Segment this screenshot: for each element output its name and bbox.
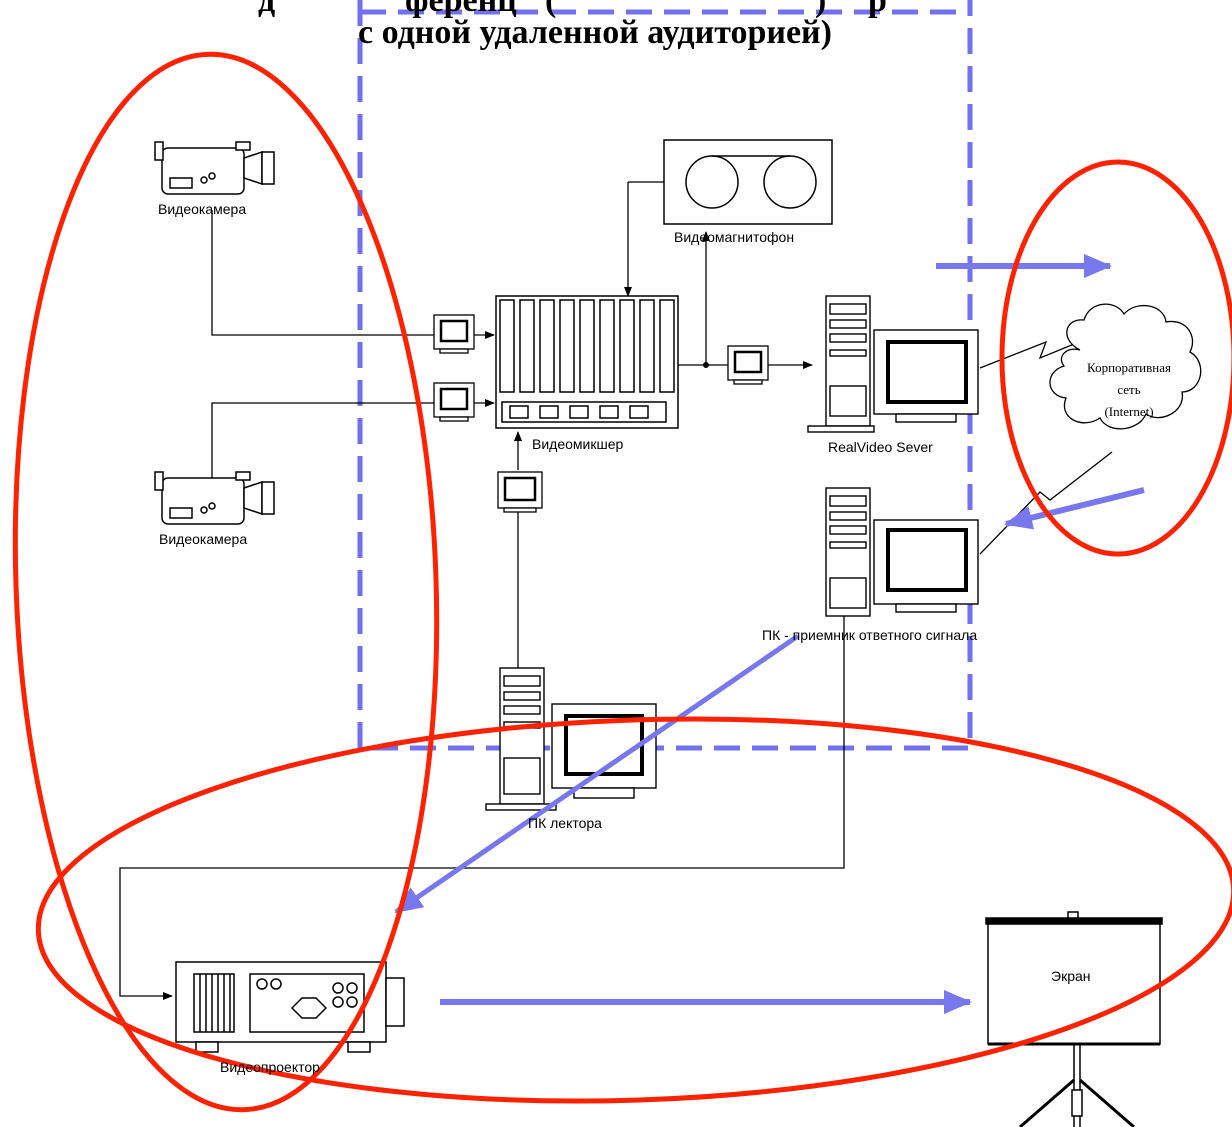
incoming-arrow <box>1006 490 1144 524</box>
screen-label: Экран <box>1051 968 1091 984</box>
lecturer-pc-label: ПК лектора <box>528 815 602 831</box>
network-label: Корпоративная сеть (Internet) <box>1064 357 1194 423</box>
mixer-label: Видеомикшер <box>532 436 623 452</box>
title-line1-fragment-a: д <box>258 0 275 20</box>
receiver-pc-icon <box>826 488 978 616</box>
monitor-icon <box>728 346 768 384</box>
receiver-pc-label: ПК - приемник ответного сигнала <box>762 627 977 643</box>
monitor-icon <box>498 472 542 512</box>
title-line1-fragment-e: р <box>868 0 887 20</box>
camera-icon <box>155 472 274 524</box>
projection-screen-icon <box>986 912 1162 1127</box>
camera2-label: Видеокамера <box>159 531 247 547</box>
monitor-icon <box>434 315 474 353</box>
title-line2: с одной удаленной аудиторией) <box>358 14 832 52</box>
video-mixer-icon <box>496 296 678 428</box>
network-label-line2: сеть <box>1064 379 1194 401</box>
camera1-label: Видеокамера <box>158 201 246 217</box>
junction-dot <box>703 362 709 368</box>
vcr-label: Видеомагнитофон <box>674 229 794 245</box>
network-label-line3: (Internet) <box>1064 401 1194 423</box>
projector-icon <box>176 962 404 1052</box>
server-pc-icon <box>808 296 978 432</box>
monitor-icon <box>434 383 474 421</box>
camera-icon <box>155 142 274 194</box>
lecturer-pc-icon <box>486 668 656 810</box>
vcr-icon <box>664 140 832 224</box>
realvideo-label: RealVideo Sever <box>828 439 933 455</box>
network-label-line1: Корпоративная <box>1064 357 1194 379</box>
projector-arrow <box>396 636 798 912</box>
projector-label: Видеопроектор <box>220 1059 320 1075</box>
